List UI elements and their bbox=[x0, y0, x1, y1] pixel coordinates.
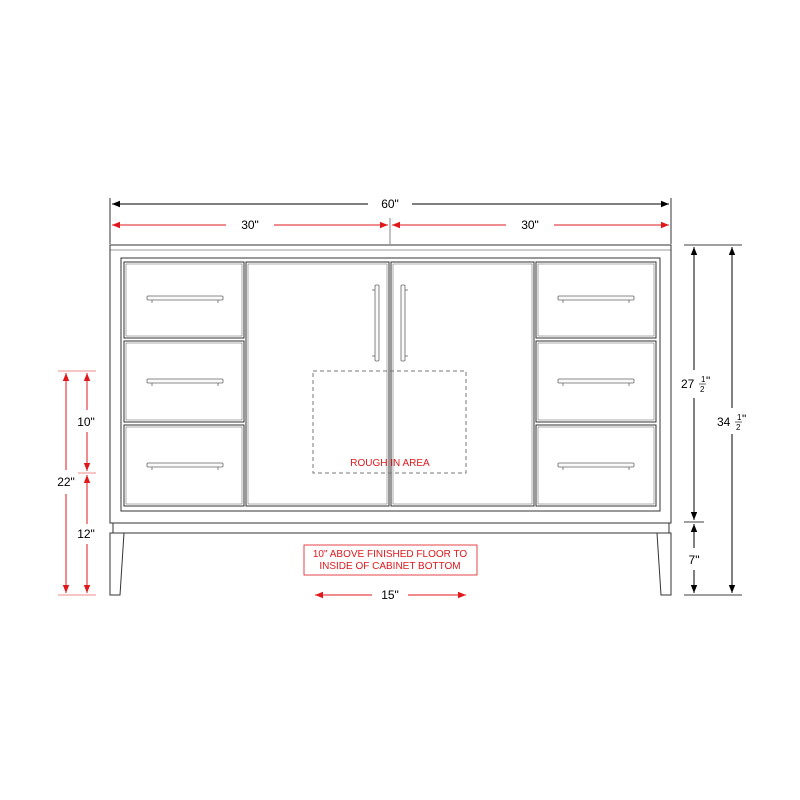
total-height-whole: 34 bbox=[717, 415, 731, 429]
drawer-handle[interactable] bbox=[557, 378, 635, 386]
drawer-handle[interactable] bbox=[146, 378, 224, 386]
floor-note-line2: INSIDE OF CABINET BOTTOM bbox=[319, 561, 460, 572]
body-height-frac-num: 1 bbox=[701, 375, 706, 384]
leg-height-dimension: 7" bbox=[684, 524, 742, 596]
door-handle-right[interactable] bbox=[400, 284, 408, 362]
drawer-handle[interactable] bbox=[557, 295, 635, 303]
rough-in-width-dimension: 15" bbox=[315, 588, 466, 602]
rough-in-area: ROUGH IN AREA bbox=[312, 370, 467, 474]
drawer-handle[interactable] bbox=[146, 295, 224, 303]
half-width-dimensions: 30" 30" bbox=[112, 218, 669, 244]
rough-in-box bbox=[312, 370, 467, 474]
right-drawer-stack bbox=[535, 261, 657, 507]
left-door[interactable] bbox=[245, 261, 390, 507]
left-drawer-bottom[interactable] bbox=[123, 424, 245, 507]
total-height-inch: " bbox=[742, 412, 746, 426]
body-height-inch: " bbox=[706, 374, 710, 388]
rough-in-height-dimensions: 22" 10" 12" bbox=[57, 370, 96, 596]
base-rail bbox=[112, 522, 670, 534]
overall-width-label: 60" bbox=[381, 197, 399, 211]
total-height-dimension: 34 1 2 " bbox=[717, 247, 746, 593]
rough-in-label: ROUGH IN AREA bbox=[350, 458, 430, 469]
rough-in-upper-label: 10" bbox=[77, 415, 95, 429]
left-half-width-label: 30" bbox=[241, 218, 259, 232]
cabinet bbox=[109, 244, 672, 596]
drawer-handles bbox=[146, 295, 635, 470]
body-height-whole: 27 bbox=[681, 377, 695, 391]
total-height-frac-num: 1 bbox=[737, 413, 742, 422]
center-doors bbox=[245, 261, 535, 507]
left-drawer-middle[interactable] bbox=[123, 340, 245, 423]
right-drawer-bottom[interactable] bbox=[535, 424, 657, 507]
cabinet-inner-frame bbox=[120, 257, 661, 512]
floor-note: 10" ABOVE FINISHED FLOOR TO INSIDE OF CA… bbox=[303, 544, 478, 576]
left-drawer-stack bbox=[123, 261, 245, 507]
body-height-frac-den: 2 bbox=[700, 385, 705, 394]
rough-in-width-label: 15" bbox=[381, 588, 399, 602]
overall-width-dimension: 60" bbox=[109, 197, 672, 244]
drawer-handle[interactable] bbox=[146, 462, 224, 470]
floor-note-line1: 10" ABOVE FINISHED FLOOR TO bbox=[313, 549, 468, 560]
right-door[interactable] bbox=[390, 261, 535, 507]
body-height-dimension: 27 1 2 " bbox=[681, 244, 742, 523]
leg-height-label: 7" bbox=[689, 553, 700, 567]
right-drawer-top[interactable] bbox=[535, 261, 657, 339]
right-drawer-middle[interactable] bbox=[535, 340, 657, 423]
left-drawer-top[interactable] bbox=[123, 261, 245, 339]
door-handles bbox=[372, 284, 408, 362]
right-leg bbox=[656, 532, 672, 596]
door-handle-left[interactable] bbox=[372, 284, 380, 362]
rough-in-lower-label: 12" bbox=[77, 527, 95, 541]
floor-note-box bbox=[303, 544, 478, 576]
left-leg bbox=[109, 532, 125, 596]
right-half-width-label: 30" bbox=[521, 218, 539, 232]
total-height-frac-den: 2 bbox=[736, 423, 741, 432]
rough-in-total-label: 22" bbox=[57, 475, 75, 489]
drawer-handle[interactable] bbox=[557, 462, 635, 470]
